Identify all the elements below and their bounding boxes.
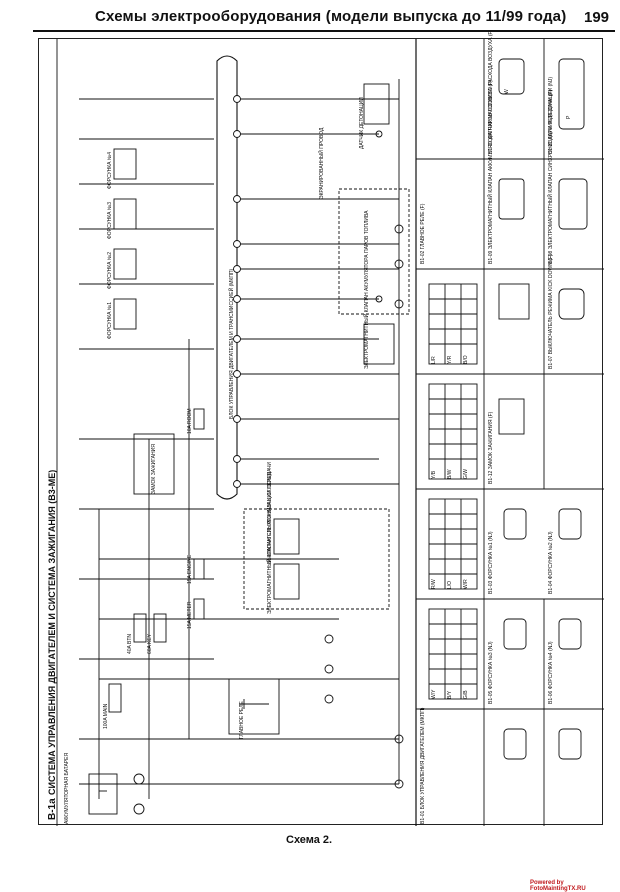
connector-b1-12b (558, 728, 582, 760)
label-fuse-btn: 40A BTN (127, 633, 133, 654)
injector-1-box (113, 298, 137, 330)
fuse-key (153, 613, 167, 643)
label-injector-1: ФОРСУНКА №1 (107, 302, 113, 339)
cell-b1-12: B1-12 ЗАМОК ЗАЖИГАНИЯ (F) (488, 411, 494, 484)
label-knock-sensor: ДАТЧИК ДЕТОНАЦИИ (359, 97, 365, 149)
label-injector-4: ФОРСУНКА №4 (107, 152, 113, 189)
label-injector-3: ФОРСУНКА №3 (107, 202, 113, 239)
pin-code: W (504, 89, 510, 94)
injector-4-box (113, 148, 137, 180)
pin-code: P (566, 115, 572, 119)
page-number: 199 (584, 9, 610, 26)
fuse-meter (193, 598, 205, 620)
connector-b1-04 (558, 508, 582, 540)
connector-b1-11b (503, 728, 527, 760)
kickdown-switch-box (273, 518, 300, 555)
label-fuse-room: 10A ROOM (187, 408, 193, 434)
label-fuse-meter: 15A METER (187, 601, 193, 629)
ecu-block-outline (216, 55, 238, 500)
pin-code: W/R (463, 579, 469, 589)
connector-b1-07 (558, 288, 585, 320)
figure-caption: Схема 2. (286, 834, 333, 846)
ecv-solenoid-box (273, 563, 300, 600)
injector-2-box (113, 248, 137, 280)
fuse-room (193, 408, 205, 430)
connector-b1-09 (498, 178, 525, 220)
ignition-switch-box (133, 433, 175, 495)
connector-b1-08 (558, 178, 588, 230)
pin-code: B/W (447, 469, 453, 479)
cell-b1-01: B1-01 БЛОК УПРАВЛЕНИЯ ДВИГАТЕЛЕМ (МКПП) (420, 707, 426, 824)
connector-grid-b1-01 (428, 608, 478, 700)
connector-b1-11 (558, 58, 585, 130)
label-ecv: ЭЛЕКТРОМАГНИТНЫЙ КЛАПАН СИНХРОНИЗАЦИИ ПЕ… (267, 462, 273, 614)
connector-b1-10 (498, 58, 525, 95)
connector-b1-05 (503, 618, 527, 650)
label-ignition-switch: ЗАМОК ЗАЖИГАНИЯ (151, 444, 157, 494)
connector-grid-b1-01d (428, 283, 478, 365)
page-title: Схемы электрооборудования (модели выпуск… (95, 8, 567, 25)
pin-code: B/Y (447, 690, 453, 699)
label-purge-valve: ЭЛЕКТРОМАГНИТНЫЙ КЛАПАН АКУМУЛЯТОРА ПАРО… (364, 210, 370, 369)
fuse-main (108, 683, 122, 713)
label-main-relay: ГЛАВНОЕ РЕЛЕ (239, 701, 245, 739)
sheet-code: B-1a (47, 798, 58, 820)
page-header: Схемы электрооборудования (модели выпуск… (0, 0, 620, 36)
fuse-engine (193, 558, 205, 580)
pin-code: L/O (447, 580, 453, 589)
sheet-title: СИСТЕМА УПРАВЛЕНИЯ ДВИГАТЕЛЕМ И СИСТЕМА … (47, 469, 57, 795)
pin-code: R/W (431, 579, 437, 589)
pin-code: B/O (463, 355, 469, 364)
label-injector-2: ФОРСУНКА №2 (107, 252, 113, 289)
cell-b1-03: B1-03 ФОРСУНКА №1 (NJ) (488, 531, 494, 594)
cell-b1-04: B1-04 ФОРСУНКА №2 (NJ) (548, 531, 554, 594)
cell-b1-02: B1-02 ГЛАВНОЕ РЕЛЕ (F) (420, 203, 426, 264)
connector-b1-02 (498, 283, 530, 320)
label-fuse-key: 60A KEY (147, 633, 153, 654)
pin-code: Y/B (431, 470, 437, 479)
connector-grid-b1-01c (428, 383, 478, 480)
injector-3-box (113, 198, 137, 230)
dashed-group-2 (338, 188, 410, 315)
header-rule (33, 30, 615, 32)
label-fuse-main: 100A MAIN (103, 703, 109, 729)
label-battery: АККУМУЛЯТОРНАЯ БАТАРЕЯ (64, 752, 70, 824)
connector-b1-12 (498, 398, 525, 435)
dashed-group (243, 508, 390, 610)
connector-b1-06 (558, 618, 582, 650)
pin-code: L/R (431, 356, 437, 364)
pin-code: W/Y (431, 689, 437, 699)
cell-b1-10: B1-10 ДАТЧИК МАССОВОГО РАСХОДА ВОЗДУХА (… (488, 29, 494, 154)
label-ecu-block: БЛОК УПРАВЛЕНИЯ ДВИГАТЕЛЕМ И ТРАНСМИССИЕ… (229, 268, 235, 419)
watermark: Powered by FotoMaintingTX.RU (530, 880, 586, 892)
main-relay-box (228, 678, 280, 735)
wiring-diagram (56, 39, 604, 826)
knock-sensor-box (363, 83, 390, 125)
label-shielded-wire: ЭКРАНИРОВАННЫЙ ПРОВОД (319, 127, 325, 199)
pin-code: G/B (463, 690, 469, 699)
purge-valve-box (363, 323, 395, 365)
pin-code: Y/R (447, 355, 453, 364)
connector-grid-b1-01b (428, 498, 478, 590)
cell-b1-07: B1-07 ВЫКЛЮЧАТЕЛЬ РЕЖИМА KICK DOWN (F) (548, 254, 554, 369)
connector-b1-03 (503, 508, 527, 540)
pin-code: G/W (463, 469, 469, 479)
fuse-btn (133, 613, 147, 643)
diagram-sheet: ДАТЧИК ДЕТОНАЦИИ ЭКРАНИРОВАННЫЙ ПРОВОД Б… (38, 30, 604, 826)
cell-b1-11: B1-11 ДАТЧИК ДЕТОНАЦИИ (NJ) (548, 76, 554, 154)
cell-b1-05: B1-05 ФОРСУНКА №3 (NJ) (488, 641, 494, 704)
cell-b1-06: B1-06 ФОРСУНКА №4 (NJ) (548, 641, 554, 704)
battery-box (88, 773, 118, 815)
label-fuse-engine: 15A ENGINE (187, 554, 193, 584)
